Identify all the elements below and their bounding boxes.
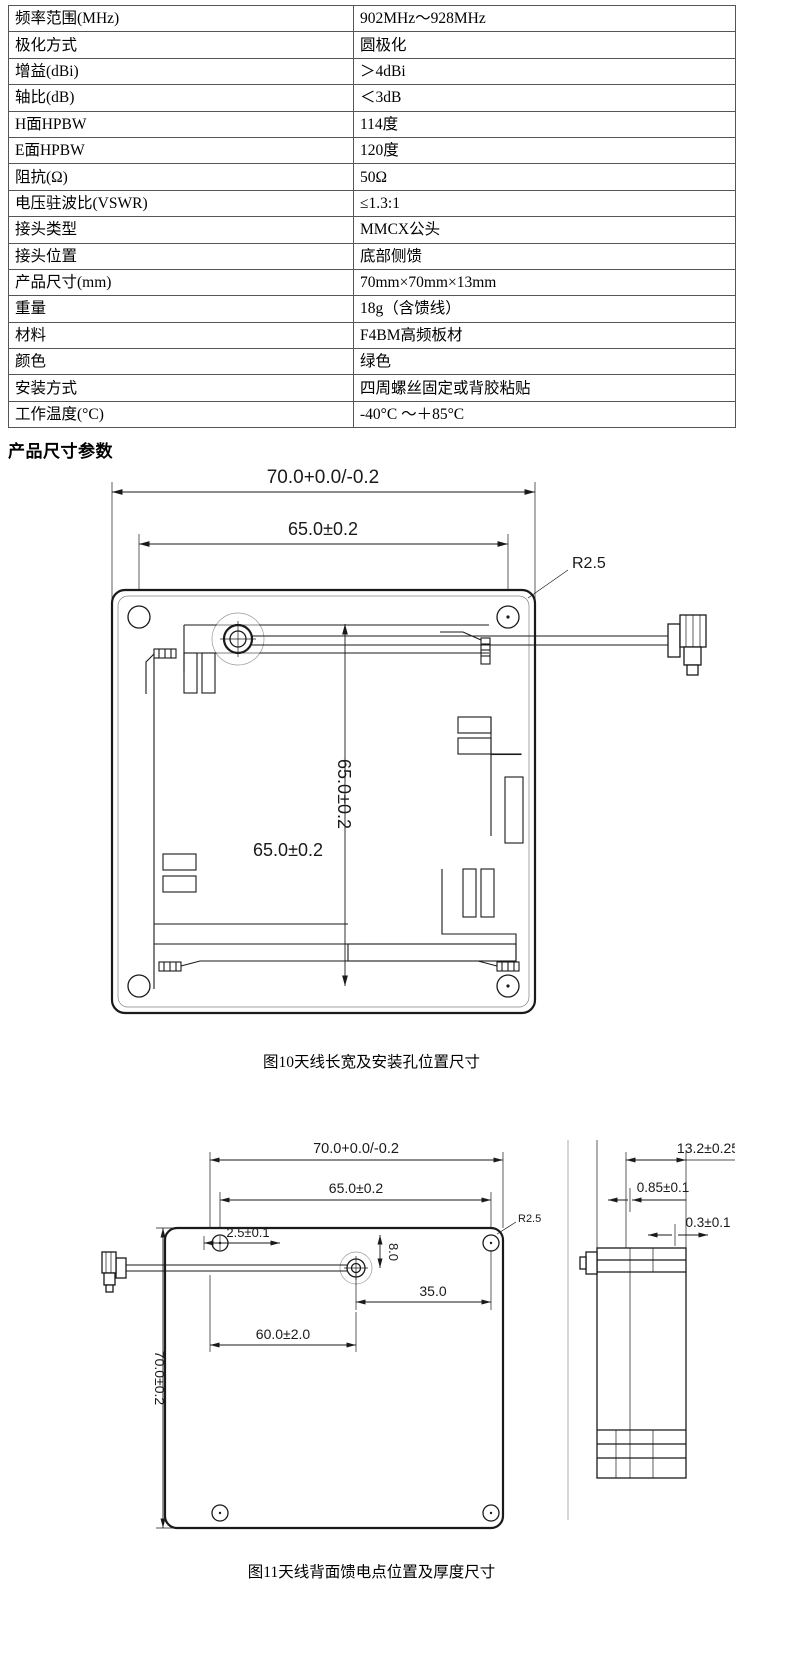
feed-point-via xyxy=(211,612,265,666)
dimension-board-thickness: 0.85±0.1 xyxy=(608,1180,689,1212)
table-row: 极化方式 圆极化 xyxy=(8,31,736,59)
figure-10-block: 70.0+0.0/-0.2 65.0±0.2 R2.5 xyxy=(8,464,735,1084)
spec-value: ＞4dBi xyxy=(353,57,736,86)
dimension-label-feed-span: 60.0±2.0 xyxy=(256,1326,311,1342)
spec-key: H面HPBW xyxy=(8,110,354,138)
specification-table-body: 频率范围(MHz) 902MHz～928MHz 极化方式 圆极化 增益(dBi)… xyxy=(8,4,736,429)
pcb-outline xyxy=(110,588,537,1015)
dimension-feed-span: 60.0±2.0 xyxy=(209,1275,357,1352)
antenna-front-drawing: 70.0+0.0/-0.2 65.0±0.2 R2.5 xyxy=(110,467,707,1015)
figure-11-caption: 图11天线背面馈电点位置及厚度尺寸 xyxy=(247,1564,496,1581)
table-row: 电压驻波比(VSWR) ≤1.3:1 xyxy=(8,189,736,218)
spec-value: ≤1.3:1 xyxy=(353,189,736,218)
dimension-label-feed-offset-vertical: 8.0 xyxy=(386,1243,401,1261)
dimension-label-corner-radius-back: R2.5 xyxy=(518,1213,541,1225)
dimension-overall-height-back: 70.0±0.2 xyxy=(152,1227,204,1529)
spec-key: E面HPBW xyxy=(8,136,354,165)
spec-value: 绿色 xyxy=(353,348,736,376)
dimension-hole-pitch-horizontal-back: 65.0±0.2 xyxy=(219,1180,492,1228)
figure-11-block: 70.0+0.0/-0.2 65.0±0.2 R2.5 xyxy=(8,1100,735,1620)
corner-radius-callout: R2.5 xyxy=(527,555,606,599)
antenna-back-and-thickness-drawing: 70.0+0.0/-0.2 65.0±0.2 R2.5 xyxy=(101,1140,735,1530)
table-row: 材料 F4BM高频板材 xyxy=(8,321,736,350)
spec-key: 频率范围(MHz) xyxy=(8,4,354,33)
spec-key: 极化方式 xyxy=(8,31,354,59)
spec-key: 工作温度(°C) xyxy=(8,400,354,429)
antenna-copper-traces xyxy=(145,624,524,989)
spec-value: 120度 xyxy=(353,136,736,165)
spec-key: 材料 xyxy=(8,321,354,350)
dimension-label-corner-radius: R2.5 xyxy=(572,555,606,572)
dimension-label-copper-thickness: 0.3±0.1 xyxy=(686,1215,731,1230)
figure-10-caption: 图10天线长宽及安装孔位置尺寸 xyxy=(262,1054,480,1071)
spec-key: 电压驻波比(VSWR) xyxy=(8,189,354,218)
table-row: 重量 18g（含馈线） xyxy=(8,295,736,323)
dimension-overall-width-back: 70.0+0.0/-0.2 xyxy=(209,1141,504,1228)
table-row: H面HPBW 114度 xyxy=(8,110,736,138)
spec-value: 底部侧馈 xyxy=(353,242,736,270)
page-title: 产品尺寸参数 xyxy=(8,442,113,461)
dimension-copper-thickness: 0.3±0.1 xyxy=(648,1215,730,1246)
table-row: 接头类型 MMCX公头 xyxy=(8,216,736,244)
mounting-holes xyxy=(127,605,520,998)
dimension-hole-pitch-vertical: 65.0±0.2 xyxy=(334,624,354,986)
spec-value: ＜3dB xyxy=(353,84,736,112)
coax-cable-and-mmcx-connector xyxy=(252,614,707,676)
spec-key: 增益(dBi) xyxy=(8,57,354,86)
spec-value: -40°C ～＋85°C xyxy=(353,400,736,429)
corner-radius-callout-back: R2.5 xyxy=(496,1213,541,1235)
dimension-label-overall-height-back: 70.0±0.2 xyxy=(152,1351,168,1406)
spec-key: 接头类型 xyxy=(8,216,354,244)
table-row: 接头位置 底部侧馈 xyxy=(8,242,736,270)
spec-value: 四周螺丝固定或背胶粘贴 xyxy=(353,374,736,402)
dimension-overall-width: 70.0+0.0/-0.2 xyxy=(111,467,536,604)
dimension-hole-edge-offset: 2.5±0.1 xyxy=(203,1225,280,1250)
feed-point-back xyxy=(339,1251,373,1285)
spec-value: F4BM高频板材 xyxy=(353,321,736,350)
dimension-label-hole-edge-offset: 2.5±0.1 xyxy=(226,1225,269,1240)
spec-value: 70mm×70mm×13mm xyxy=(353,268,736,297)
spec-value: 圆极化 xyxy=(353,31,736,59)
spec-key: 产品尺寸(mm) xyxy=(8,268,354,297)
dimension-label-hole-pitch-horizontal: 65.0±0.2 xyxy=(288,519,358,539)
table-row: 产品尺寸(mm) 70mm×70mm×13mm xyxy=(8,268,736,297)
dimension-label-feed-offset-horizontal: 35.0 xyxy=(419,1283,446,1299)
table-row: 工作温度(°C) -40°C ～＋85°C xyxy=(8,400,736,429)
table-row: 阻抗(Ω) 50Ω xyxy=(8,163,736,191)
table-row: 频率范围(MHz) 902MHz～928MHz xyxy=(8,4,736,33)
dimension-total-thickness: 13.2±0.25 xyxy=(625,1140,735,1248)
dimension-feed-offset-vertical: 8.0 xyxy=(377,1235,401,1268)
dimension-label-hole-pitch-horizontal-back: 65.0±0.2 xyxy=(329,1180,384,1196)
table-row: 安装方式 四周螺丝固定或背胶粘贴 xyxy=(8,374,736,402)
pcb-outline-back xyxy=(163,1226,505,1530)
dimension-label-inner-width: 65.0±0.2 xyxy=(253,840,323,860)
dimension-label-hole-pitch-vertical: 65.0±0.2 xyxy=(334,759,354,829)
side-view-stack xyxy=(579,1247,687,1479)
spec-key: 接头位置 xyxy=(8,242,354,270)
dimension-feed-offset-horizontal: 35.0 xyxy=(355,1250,492,1310)
spec-value: 18g（含馈线） xyxy=(353,295,736,323)
dimension-label-board-thickness: 0.85±0.1 xyxy=(637,1180,689,1195)
spec-value: 902MHz～928MHz xyxy=(353,4,736,33)
spec-key: 重量 xyxy=(8,295,354,323)
dimension-label-overall-width-back: 70.0+0.0/-0.2 xyxy=(313,1141,399,1157)
spec-value: MMCX公头 xyxy=(353,216,736,244)
table-row: E面HPBW 120度 xyxy=(8,136,736,165)
specification-table: 频率范围(MHz) 902MHz～928MHz 极化方式 圆极化 增益(dBi)… xyxy=(8,4,736,429)
table-row: 增益(dBi) ＞4dBi xyxy=(8,57,736,86)
table-row: 颜色 绿色 xyxy=(8,348,736,376)
spec-key: 阻抗(Ω) xyxy=(8,163,354,191)
table-row: 轴比(dB) ＜3dB xyxy=(8,84,736,112)
spec-value: 50Ω xyxy=(353,163,736,191)
dimension-inner-width: 65.0±0.2 xyxy=(253,840,323,860)
spec-key: 颜色 xyxy=(8,348,354,376)
dimension-label-total-thickness: 13.2±0.25 xyxy=(677,1140,735,1156)
mounting-holes-back xyxy=(211,1234,500,1522)
dimension-label-overall-width: 70.0+0.0/-0.2 xyxy=(267,467,380,488)
spec-value: 114度 xyxy=(353,110,736,138)
spec-key: 轴比(dB) xyxy=(8,84,354,112)
spec-key: 安装方式 xyxy=(8,374,354,402)
